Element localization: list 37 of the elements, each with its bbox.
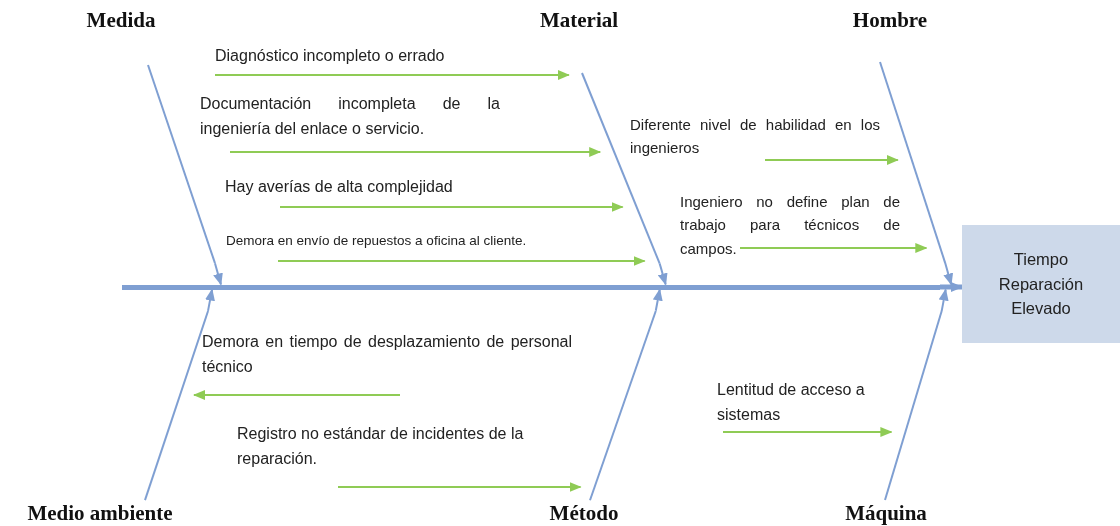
cause-text: Ingeniero no define plan de trabajo para técnicos de campos.: [680, 190, 900, 260]
cause-text: Lentitud de acceso a sistemas: [717, 378, 897, 428]
category-label: Máquina: [845, 501, 927, 526]
cause-text: Diagnóstico incompleto o errado: [215, 44, 545, 69]
arrow: [229, 147, 602, 157]
bone-line: [880, 62, 946, 264]
effect-text: Tiempo Reparación Elevado: [997, 248, 1085, 320]
arrow: [213, 262, 223, 286]
spine-bar: [122, 284, 940, 290]
cause-text: Documentación incompleta de la ingeniería del enlace o servicio.: [200, 92, 500, 142]
arrow: [205, 288, 215, 312]
arrow: [764, 155, 899, 165]
arrow: [657, 262, 668, 286]
arrow: [739, 243, 928, 253]
cause-text: Demora en envío de repuestos a oficina al cliente.: [226, 231, 616, 252]
arrow: [337, 482, 582, 492]
arrow: [193, 390, 401, 400]
category-label: Hombre: [852, 8, 928, 33]
category-label: Medida: [86, 8, 156, 33]
arrow: [652, 288, 663, 312]
arrow: [722, 427, 893, 437]
arrow: [277, 256, 646, 266]
arrow: [943, 262, 954, 286]
category-label: Método: [549, 501, 619, 526]
category-label: Medio ambiente: [27, 501, 173, 526]
cause-text: Demora en tiempo de desplazamiento de personal técnico: [202, 330, 572, 380]
arrow: [214, 70, 570, 80]
effect-box: [962, 225, 1120, 343]
arrow: [279, 202, 624, 212]
bone-line: [885, 311, 942, 500]
cause-text: Diferente nivel de habilidad en los ingenieros: [630, 113, 880, 160]
bone-line: [590, 310, 656, 500]
arrow: [938, 288, 949, 313]
category-label: Material: [539, 8, 619, 33]
cause-text: Hay averías de alta complejidad: [225, 175, 515, 200]
cause-text: Registro no estándar de incidentes de la reparación.: [237, 422, 567, 472]
arrow: [940, 282, 963, 292]
